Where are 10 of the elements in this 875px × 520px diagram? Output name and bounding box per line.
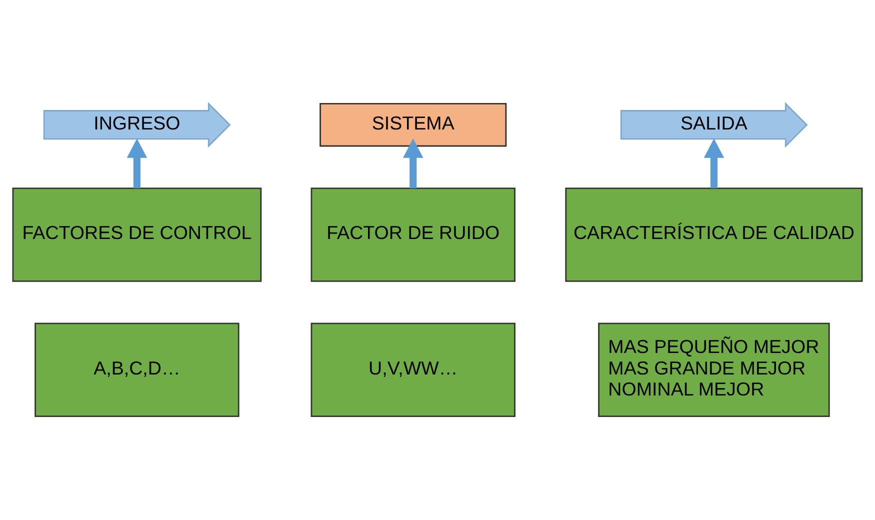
arrow xyxy=(402,138,424,188)
node-box: FACTOR DE RUIDO xyxy=(310,188,516,282)
node-box: SISTEMA xyxy=(320,103,507,147)
node-box: A,B,C,D… xyxy=(34,322,240,417)
node-box: CARACTERÍSTICA DE CALIDAD xyxy=(565,188,863,282)
node-box: U,V,WW… xyxy=(310,322,516,417)
arrow xyxy=(126,138,148,188)
node-box: MAS PEQUEÑO MEJOR MAS GRANDE MEJOR NOMINAL MEJOR xyxy=(598,322,830,417)
node-box: FACTORES DE CONTROL xyxy=(12,188,262,282)
arrow xyxy=(704,138,724,188)
